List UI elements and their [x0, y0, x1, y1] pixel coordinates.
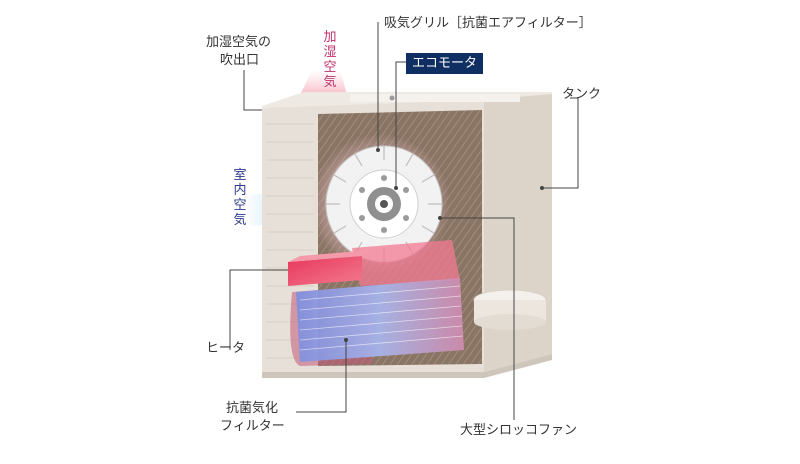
- intake-grill-label: 吸気グリル［抗菌エアフィルター］: [384, 16, 592, 31]
- evaporative-filter: [290, 278, 464, 366]
- fan-leader-line: [440, 217, 515, 420]
- eco-motor-tag: エコモータ: [406, 53, 484, 74]
- tank-label: タンク: [562, 87, 602, 102]
- filter-label-line1: 抗菌気化: [226, 401, 279, 416]
- outlet-label-line2: 吹出口: [220, 53, 260, 68]
- humidified-air-label: 加湿空気: [323, 30, 337, 90]
- warm-airflow: [352, 240, 460, 286]
- fan-label: 大型シロッコファン: [460, 423, 578, 438]
- room-air-label: 室内空気: [233, 168, 247, 228]
- side-grill: [266, 123, 314, 359]
- heater-label: ヒータ: [206, 341, 246, 356]
- heater-leader-line: [229, 269, 288, 350]
- outlet-leader-line: [243, 70, 262, 111]
- filter-label-line2: フィルター: [220, 419, 285, 434]
- outlet-label-line1: 加湿空気の: [206, 35, 272, 50]
- tank-leader-line: [542, 97, 579, 189]
- filter-leader-line: [296, 340, 347, 413]
- water-tank-tray: [473, 289, 547, 330]
- eco-motor-leader-line: [395, 61, 406, 188]
- leader-lines: [229, 22, 579, 420]
- sirocco-fan: [325, 145, 443, 263]
- heater: [288, 250, 372, 286]
